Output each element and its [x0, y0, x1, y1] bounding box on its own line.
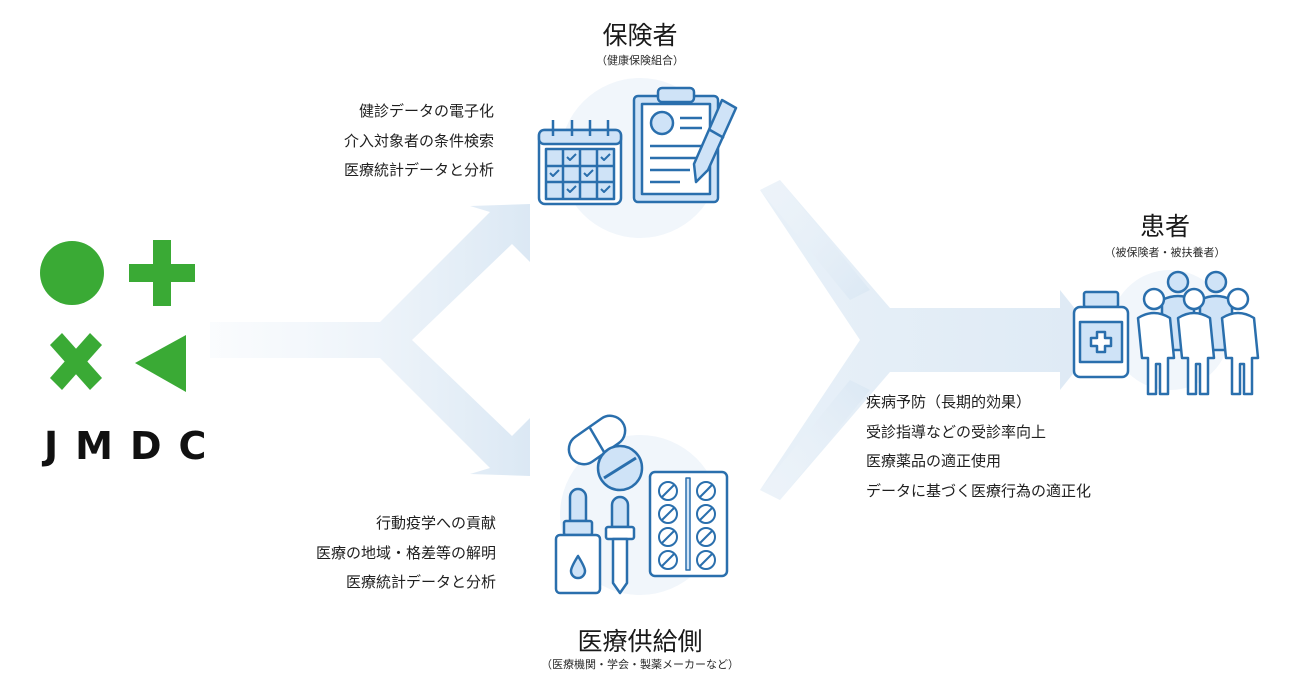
list-item: 介入対象者の条件検索	[343, 131, 494, 150]
logo-triangle-icon	[135, 335, 186, 392]
calendar-icon	[537, 120, 623, 206]
list-item: 行動疫学への貢献	[375, 514, 496, 532]
medicine-bottle-icon	[1072, 290, 1130, 379]
merge-arrow	[760, 180, 1100, 500]
list-item: 健診データの電子化	[358, 102, 494, 120]
people-group-icon	[1136, 270, 1260, 396]
logo-circle-icon	[40, 241, 104, 305]
dropper-icon	[604, 495, 636, 595]
provider-title: 医療供給側	[577, 627, 703, 656]
patient-benefits-list: 疾病予防（長期的効果） 受診指導などの受診率向上 医療薬品の適正使用 データに基…	[866, 388, 1091, 506]
list-item: 医療薬品の適正使用	[866, 452, 1002, 470]
brand-name: JMDC	[44, 424, 224, 468]
provider-benefits-list: 行動疫学への貢献 医療の地域・格差等の解明 医療統計データと分析	[316, 509, 496, 598]
split-arrow	[210, 204, 530, 476]
patient-subtitle: （被保険者・被扶養者）	[1104, 246, 1226, 259]
jmdc-logo	[40, 240, 195, 392]
pills-icon	[567, 414, 644, 492]
insurer-subtitle: （健康保険組合）	[596, 54, 684, 67]
blister-pack-icon	[648, 470, 729, 578]
list-item: 医療統計データと分析	[345, 573, 496, 591]
insurer-title: 保険者	[602, 21, 678, 50]
insurer-benefits-list: 健診データの電子化 介入対象者の条件検索 医療統計データと分析	[344, 97, 494, 186]
provider-subtitle: （医療機関・学会・製薬メーカーなど）	[541, 658, 739, 671]
patient-title: 患者	[1139, 212, 1190, 241]
list-item: データに基づく医療行為の適正化	[866, 481, 1092, 500]
logo-cross-icon	[50, 333, 102, 390]
list-item: 疾病予防（長期的効果）	[866, 393, 1032, 411]
pen-icon	[692, 98, 738, 184]
list-item: 受診指導などの受診率向上	[866, 422, 1047, 441]
logo-plus-icon	[129, 240, 195, 306]
dropper-bottle-icon	[554, 487, 602, 595]
list-item: 医療の地域・格差等の解明	[315, 543, 496, 562]
list-item: 医療統計データと分析	[343, 161, 494, 179]
